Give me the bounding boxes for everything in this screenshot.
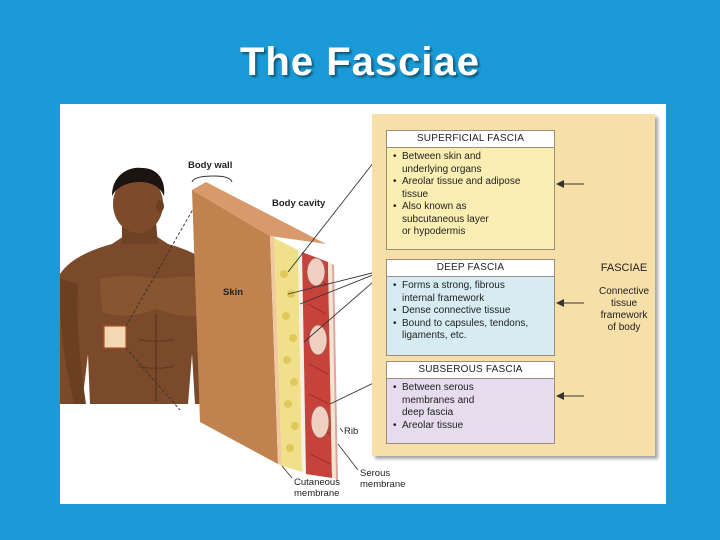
guide-line-top [125, 203, 197, 327]
epidermis-layer [270, 236, 282, 466]
subserous-fascia-header: SUBSEROUS FASCIA [387, 362, 554, 379]
rib-label: Rib [344, 426, 359, 437]
adipose-layer [274, 238, 302, 472]
subserous-layer [328, 262, 336, 480]
fascia-panel: SUPERFICIAL FASCIA Between skin andunder… [372, 114, 655, 456]
body-wall-bracket [191, 175, 233, 183]
body-wall-section [192, 182, 338, 481]
list-item: Dense connective tissue [391, 305, 550, 318]
fasciae-figure: SUPERFICIAL FASCIA Between skin andunder… [60, 104, 666, 504]
human-torso [60, 167, 234, 404]
serous-membrane-layer [332, 264, 338, 481]
list-item: Areolar tissue [391, 420, 550, 433]
deep-fascia-layer [298, 250, 306, 474]
fasciae-title: FASCIAE [600, 262, 648, 274]
body-wall-label: Body wall [188, 160, 233, 171]
ribs [306, 257, 330, 439]
fat-globules [280, 270, 299, 452]
label-leaders [281, 427, 359, 479]
list-item: Bound to capsules, tendons,ligaments, et… [391, 318, 550, 343]
skin-label: Skin [223, 287, 244, 298]
slide-title: The Fasciae [239, 40, 480, 84]
section-top-face [192, 182, 326, 244]
skin-layer [192, 190, 278, 464]
subserous-fascia-box: SUBSEROUS FASCIA Between serousmembranes… [386, 361, 555, 444]
deep-fascia-box: DEEP FASCIA Forms a strong, fibrousinter… [386, 259, 555, 356]
guide-line-bottom [125, 347, 181, 411]
anatomy-illustration [60, 143, 598, 481]
hair [112, 167, 165, 196]
body-cavity-label: Body cavity [272, 198, 326, 209]
head [113, 175, 163, 233]
deep-fascia-header: DEEP FASCIA [387, 260, 554, 277]
superficial-fascia-header: SUPERFICIAL FASCIA [387, 131, 554, 148]
fasciae-description: Connective tissue framework of body [598, 286, 650, 333]
skin-cutout-window [103, 325, 127, 349]
ear [156, 200, 164, 212]
chest-shading [100, 275, 210, 317]
abdomen-ridges [137, 338, 175, 369]
left-arm [60, 279, 86, 404]
superficial-fascia-box: SUPERFICIAL FASCIA Between skin andunder… [386, 130, 555, 250]
